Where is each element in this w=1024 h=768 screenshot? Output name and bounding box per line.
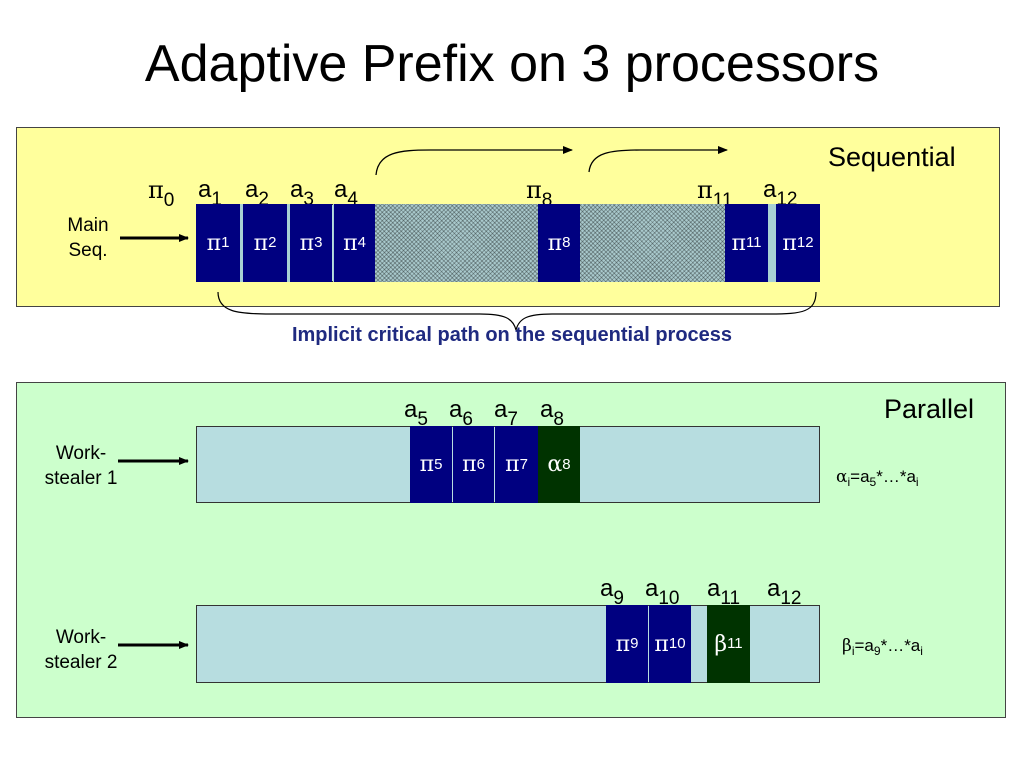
seq-top-label-a1: a1 bbox=[198, 176, 222, 210]
work-stealer-2-label: Work- stealer 2 bbox=[26, 625, 136, 675]
critical-path-brace bbox=[217, 291, 817, 331]
jump-arrow-pi8-to-pi11 bbox=[588, 146, 728, 173]
seq-hatched-block-1 bbox=[375, 204, 538, 282]
s2-top-label-a11: a11 bbox=[707, 575, 741, 609]
main-seq-label: Main Seq. bbox=[48, 213, 128, 263]
seq-top-label-a3: a3 bbox=[290, 176, 314, 210]
s2-top-label-a10: a10 bbox=[645, 575, 680, 609]
s1-top-label-a5: a5 bbox=[404, 396, 428, 430]
work-stealer-1-label-line2: stealer 1 bbox=[44, 468, 118, 489]
seq-cell-gap bbox=[287, 204, 290, 282]
seq-hatched-block-2 bbox=[580, 204, 725, 282]
work-stealer-1-label-line1: Work- bbox=[55, 443, 107, 464]
main-seq-label-line2: Seq. bbox=[68, 240, 108, 261]
s1-top-label-a8: a8 bbox=[540, 396, 564, 430]
seq-top-label-pi0: π0 bbox=[148, 176, 175, 211]
s1-top-label-a6: a6 bbox=[449, 396, 473, 430]
seq-top-label-pi8: π8 bbox=[526, 176, 553, 211]
alpha-formula: αi=a5*…*ai bbox=[836, 467, 919, 489]
seq-top-label-a2: a2 bbox=[245, 176, 269, 210]
s2-top-label-a9: a9 bbox=[600, 575, 624, 609]
work-stealer-2-label-line2: stealer 2 bbox=[44, 652, 118, 673]
critical-path-caption: Implicit critical path on the sequential… bbox=[291, 324, 733, 346]
work-stealer-2-label-line1: Work- bbox=[55, 627, 107, 648]
seq-top-label-a4: a4 bbox=[334, 176, 358, 210]
s1-top-label-a7: a7 bbox=[494, 396, 518, 430]
seq-cell-gap bbox=[768, 204, 776, 282]
jump-arrow-a4-to-pi8 bbox=[375, 146, 573, 176]
page-title: Adaptive Prefix on 3 processors bbox=[144, 35, 880, 93]
seq-cell-gap bbox=[240, 204, 243, 282]
parallel-panel-label: Parallel bbox=[884, 394, 975, 424]
beta-formula: βi=a9*…*ai bbox=[842, 636, 923, 658]
s2-top-label-a12: a12 bbox=[767, 575, 802, 609]
sequential-panel-label: Sequential bbox=[828, 142, 956, 172]
work-stealer-1-label: Work- stealer 1 bbox=[26, 441, 136, 491]
main-seq-label-line1: Main bbox=[67, 215, 109, 236]
